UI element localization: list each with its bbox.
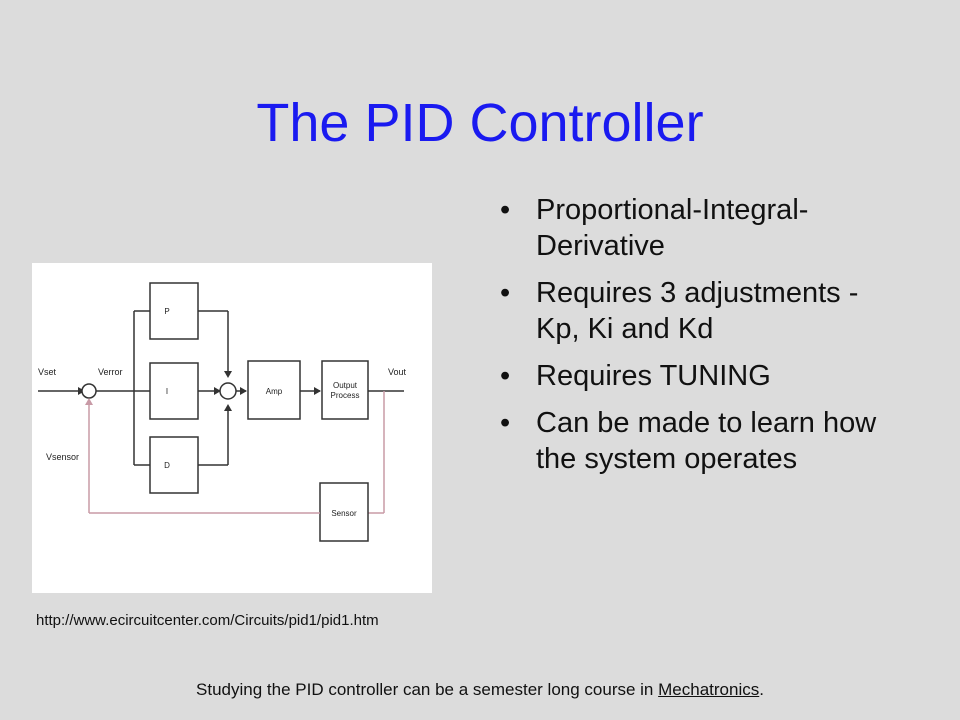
pid-block-diagram: Vset Verror Vsensor Vout P I D Amp Outpu… (32, 263, 432, 593)
vset-label: Vset (38, 367, 57, 377)
summing-junction-pid (219, 382, 237, 400)
d-label: D (164, 461, 170, 470)
sensor-label: Sensor (331, 509, 357, 518)
p-label: P (164, 307, 169, 316)
i-arrow (214, 387, 221, 395)
vout-label: Vout (388, 367, 407, 377)
d-arrow (224, 404, 232, 411)
d-block (149, 436, 199, 494)
source-url: http://www.ecircuitcenter.com/Circuits/p… (36, 612, 379, 629)
slide-title: The PID Controller (256, 93, 704, 153)
bullet-item: Requires 3 adjustments - Kp, Ki and Kd (500, 275, 900, 347)
verror-label: Verror (98, 367, 123, 377)
i-block (149, 362, 199, 420)
bullet-list: Proportional-Integral-Derivative Require… (500, 192, 900, 488)
i-label: I (166, 387, 168, 396)
footer-note: Studying the PID controller can be a sem… (0, 680, 960, 700)
feedback-arrow (85, 398, 93, 405)
p-block (149, 282, 199, 340)
output-arrow (314, 387, 321, 395)
p-arrow (224, 371, 232, 378)
vsensor-label: Vsensor (46, 452, 79, 462)
amp-arrow (240, 387, 247, 395)
pid-diagram-svg: Vset Verror Vsensor Vout P I D Amp Outpu… (38, 282, 407, 542)
output-label: Output (333, 381, 358, 390)
amp-block (247, 360, 301, 420)
bullet-item: Can be made to learn how the system oper… (500, 405, 900, 477)
bullet-item: Requires TUNING (500, 358, 900, 394)
footer-end: . (759, 680, 764, 699)
process-label: Process (331, 391, 360, 400)
summing-junction-error (81, 383, 97, 399)
bullet-item: Proportional-Integral-Derivative (500, 192, 900, 264)
output-process-block (321, 360, 369, 420)
sensor-block (319, 482, 369, 542)
mechatronics-link[interactable]: Mechatronics (658, 680, 760, 699)
amp-label: Amp (266, 387, 283, 396)
footer-text: Studying the PID controller can be a sem… (196, 680, 659, 699)
